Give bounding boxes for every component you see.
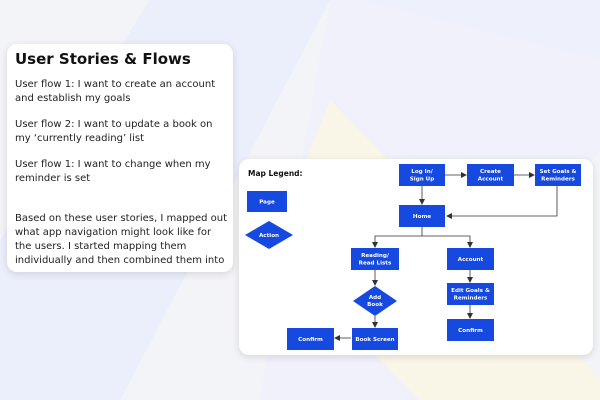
svg-text:Book Screen: Book Screen	[355, 337, 394, 343]
svg-text:Create: Create	[480, 169, 501, 175]
node-login-signup: Log In/ Sign Up	[399, 164, 445, 186]
legend-action-label: Action	[259, 233, 279, 239]
svg-text:Log In/: Log In/	[411, 169, 433, 175]
svg-text:Account: Account	[478, 177, 504, 183]
connectors	[334, 172, 558, 341]
arrow-home-account	[422, 235, 473, 248]
summary-text: Based on these user stories, I mapped ou…	[15, 213, 228, 266]
node-book-screen: Book Screen	[352, 328, 398, 350]
node-home: Home	[399, 205, 445, 227]
page-title: User Stories & Flows	[15, 50, 191, 68]
svg-text:Edit Goals &: Edit Goals &	[451, 288, 490, 294]
legend-page: Page	[247, 191, 287, 212]
user-flow-1-text: User flow 1: I want to create an account…	[15, 79, 216, 104]
site-map-card: Map Legend: Page Action Log In/	[239, 159, 593, 355]
node-confirm-account: Confirm	[447, 319, 494, 341]
node-edit-goals-reminders: Edit Goals & Reminders	[447, 283, 494, 305]
arrow-home-reading	[372, 227, 423, 248]
legend-action: Action	[245, 221, 293, 249]
svg-text:Account: Account	[458, 257, 484, 263]
node-create-account: Create Account	[467, 164, 514, 186]
user-stories-card: User Stories & Flows User flow 1: I want…	[7, 44, 233, 272]
svg-text:Reminders: Reminders	[454, 296, 488, 302]
user-flow-2-text: User flow 2: I want to update a book on …	[15, 119, 213, 144]
node-reading-lists: Reading/ Read Lists	[351, 248, 399, 270]
svg-text:Add: Add	[369, 295, 381, 301]
svg-text:Reminders: Reminders	[541, 177, 575, 183]
svg-text:Confirm: Confirm	[458, 328, 483, 334]
node-set-goals-reminders: Set Goals & Reminders	[535, 164, 581, 186]
site-map-diagram: Map Legend: Page Action Log In/	[245, 164, 581, 350]
legend-page-label: Page	[259, 200, 275, 206]
svg-text:Book: Book	[367, 302, 383, 308]
arrow-goals-home	[446, 186, 558, 219]
svg-text:Set Goals &: Set Goals &	[540, 169, 577, 175]
node-confirm-book: Confirm	[287, 328, 334, 350]
node-account: Account	[447, 248, 494, 270]
legend-title: Map Legend:	[248, 169, 303, 178]
node-add-book: Add Book	[353, 286, 397, 316]
svg-text:Sign Up: Sign Up	[410, 177, 434, 183]
svg-text:Read Lists: Read Lists	[359, 261, 392, 267]
svg-text:Reading/: Reading/	[361, 253, 390, 259]
svg-text:Confirm: Confirm	[298, 337, 323, 343]
svg-text:Home: Home	[413, 214, 431, 220]
user-flow-3-text: User flow 1: I want to change when my re…	[15, 159, 211, 184]
